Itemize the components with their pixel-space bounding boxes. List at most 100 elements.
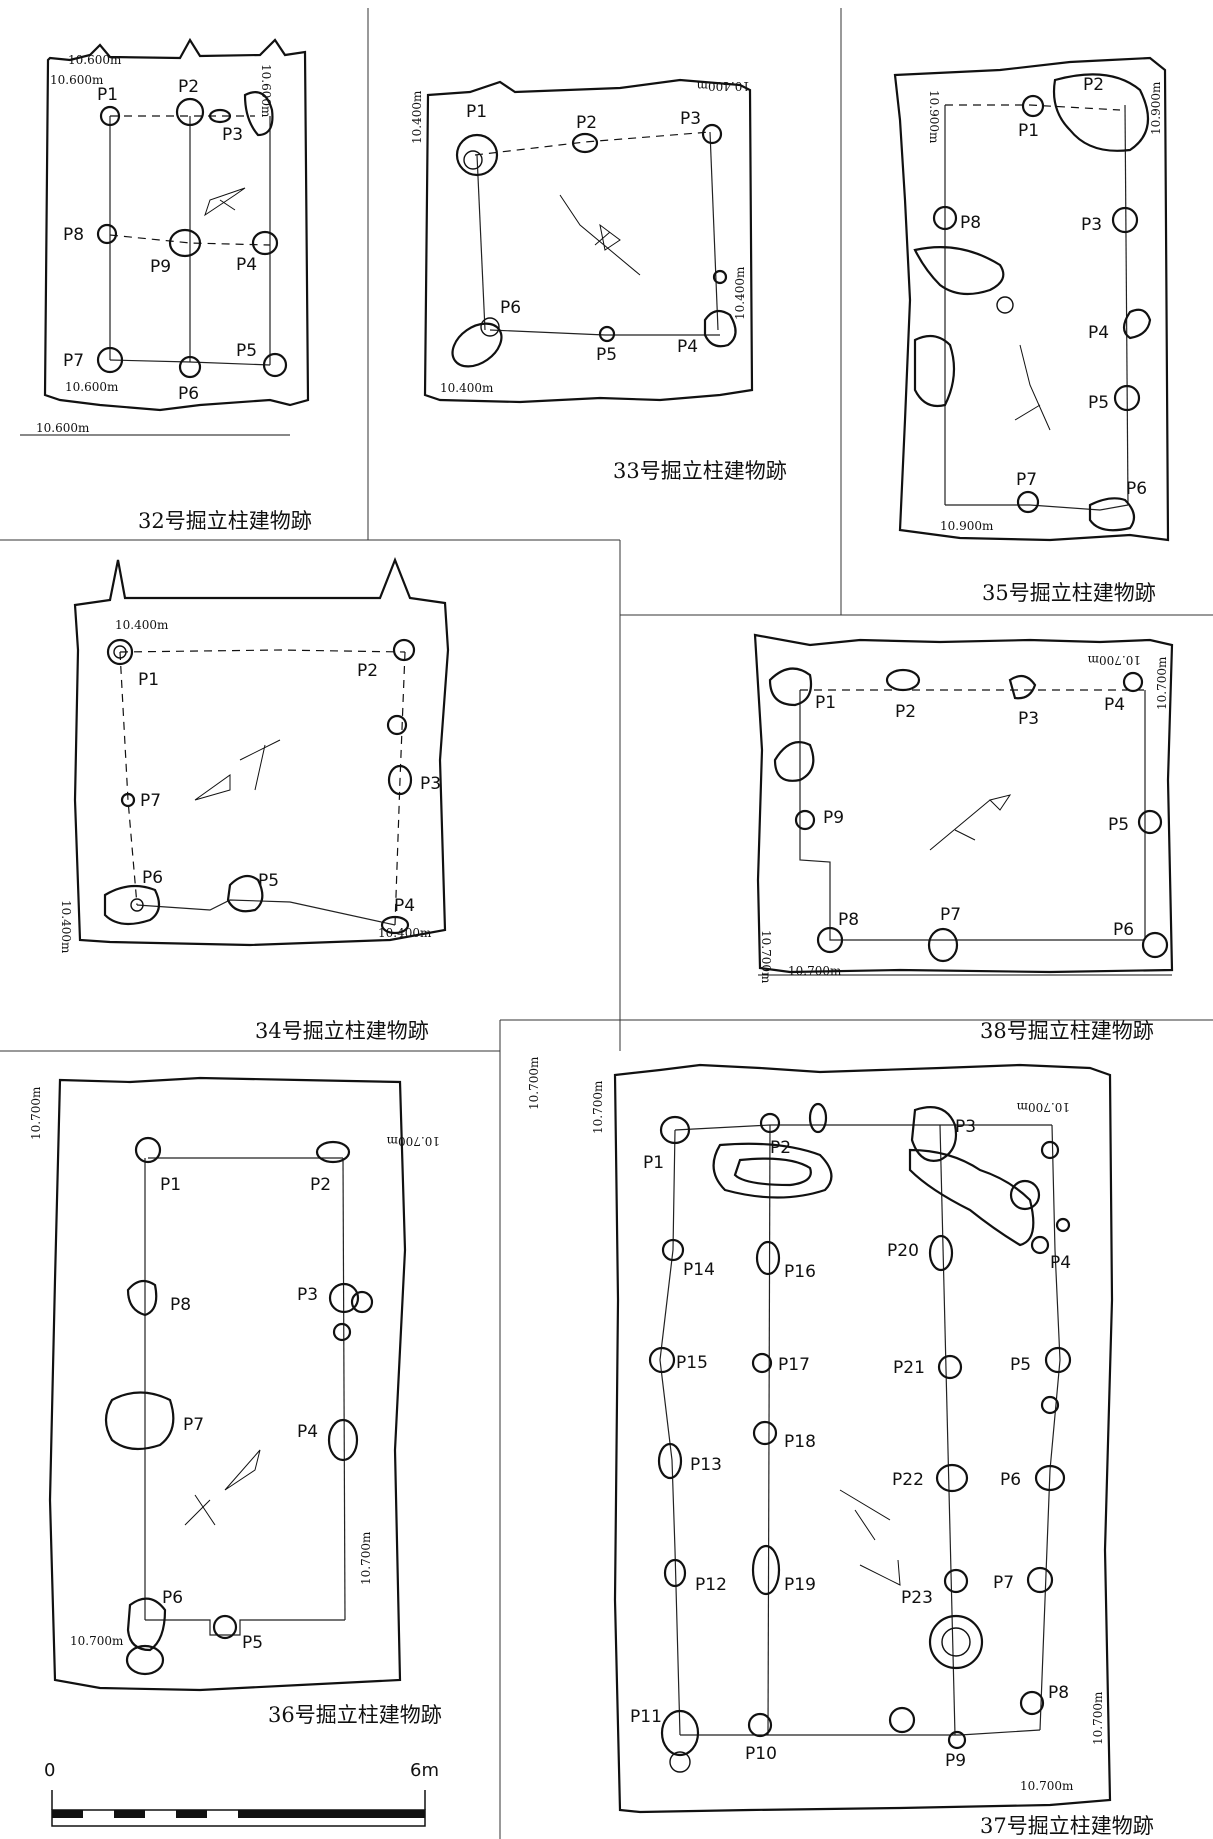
building-37-outline (613, 1063, 1114, 1814)
b38-row-bottom (799, 690, 1145, 941)
b37-large-pit (712, 1142, 833, 1199)
b32-p3-pit (243, 91, 274, 137)
b36-row-bottom (145, 1619, 345, 1636)
b33-row-bottom (489, 329, 720, 336)
b37-p13-pit (657, 1442, 683, 1480)
b37-label-p14: P14 (683, 1260, 715, 1280)
building-32-outline (43, 37, 310, 412)
b37-label-p19: P19 (784, 1575, 816, 1595)
b37-row-bottom (680, 1729, 1041, 1736)
b37-label-p20: P20 (887, 1241, 919, 1261)
b38-p2-pit (885, 668, 921, 692)
b36-p8-pit (126, 1279, 158, 1317)
b32-label-p7: P7 (63, 351, 84, 371)
b37-label-p12: P12 (695, 1575, 727, 1595)
b38-p8-pit (816, 926, 844, 954)
b33-p1-pit (455, 133, 499, 177)
b37-p19-pit (751, 1544, 781, 1596)
b36-label-p3: P3 (297, 1285, 318, 1305)
b36-p3c-pit (332, 1322, 352, 1342)
b37-col-2 (767, 1124, 771, 1736)
b37-elev-2: 10.700m (591, 1080, 605, 1134)
b37-p11-pit (660, 1709, 700, 1757)
b34-p3-pit (387, 764, 413, 796)
b35-p6-pit (1088, 497, 1136, 532)
building-32-plan: P1 P2 P3 P4 P5 P6 P7 P8 P9 10.600m 10.60… (20, 37, 312, 533)
b37-label-p23: P23 (901, 1588, 933, 1608)
b37-p3-pit (910, 1106, 958, 1162)
building-37-plan: P1 P2 P3 P4 P5 P6 P7 P8 P9 P10 P11 P12 P… (527, 1056, 1154, 1838)
b38-label-p9: P9 (823, 808, 844, 828)
b37-label-p9: P9 (945, 1751, 966, 1771)
b38-p3-pit (1008, 674, 1037, 700)
b32-label-p1: P1 (97, 85, 118, 105)
b35-north-arrow-icon (1014, 344, 1051, 431)
b33-p4-pit (703, 309, 737, 348)
b37-p3-complex (908, 1148, 1035, 1247)
b33-label-p2: P2 (576, 113, 597, 133)
b37-p23b-inner (941, 1627, 971, 1657)
b34-p4-pit (380, 915, 410, 935)
b37-label-p17: P17 (778, 1355, 810, 1375)
b37-p20-pit (928, 1234, 954, 1272)
b33-p1-inner (463, 150, 483, 170)
b34-col-left (119, 651, 138, 906)
b35-elev-1: 10.900m (927, 90, 941, 144)
b37-elev-1: 10.700m (527, 1056, 541, 1110)
b32-p8-pit (96, 223, 118, 245)
b36-elev-2: 10.700m (386, 1134, 440, 1148)
b32-row-mid (109, 234, 271, 246)
b36-label-p4: P4 (297, 1422, 318, 1442)
b35-label-p2: P2 (1083, 75, 1104, 95)
b33-label-p1: P1 (466, 102, 487, 122)
b35-small-pit (996, 296, 1014, 314)
b38-label-p5: P5 (1108, 815, 1129, 835)
b37-elev-4: 10.700m (1091, 1691, 1105, 1745)
b37-p9-pit (947, 1730, 967, 1750)
b37-elev-5: 10.700m (1020, 1779, 1074, 1793)
scale-max-label: 6m (410, 1760, 439, 1781)
b34-p6-inner (130, 898, 144, 912)
b35-label-p4: P4 (1088, 323, 1109, 343)
b34-p1-pit (106, 638, 134, 666)
b33-north-arrow-icon (559, 194, 641, 276)
b37-col-3 (939, 1124, 956, 1736)
b34-p7-pit (120, 792, 136, 808)
b34-label-p6: P6 (142, 868, 163, 888)
b38-label-p3: P3 (1018, 709, 1039, 729)
b37-label-p1: P1 (643, 1153, 664, 1173)
b38-label-p6: P6 (1113, 920, 1134, 940)
b37-label-p8: P8 (1048, 1683, 1069, 1703)
b32-elev-1: 10.600m (68, 53, 122, 67)
scale-seg-4 (238, 1810, 425, 1818)
b35-p1-pit (1021, 94, 1045, 118)
b33-col-left (476, 154, 486, 331)
b34-row-bottom (136, 899, 396, 926)
b32-p2b-pit (208, 108, 232, 124)
b34-label-p2: P2 (357, 661, 378, 681)
b34-elev-2: 10.400m (59, 900, 73, 954)
b32-p2-pit (175, 97, 205, 127)
building-36-plan: P1 P2 P3 P4 P5 P6 P7 P8 10.700m 10.700m … (29, 1076, 442, 1727)
b37-label-p15: P15 (676, 1353, 708, 1373)
b37-label-p6: P6 (1000, 1470, 1021, 1490)
b37-p22-pit (935, 1463, 969, 1493)
b36-label-p2: P2 (310, 1175, 331, 1195)
b35-large-pit (913, 246, 1005, 296)
b34-label-p3: P3 (420, 774, 441, 794)
scale-seg-3 (176, 1810, 207, 1818)
b38-p6-pit (1141, 931, 1169, 959)
b32-label-p6: P6 (178, 384, 199, 404)
b32-elev-2: 10.600m (50, 73, 104, 87)
b36-p2-pit (315, 1140, 351, 1164)
b38-label-p7: P7 (940, 905, 961, 925)
b34-north-arrow-icon (194, 739, 281, 801)
b38-p5-pit (1137, 809, 1163, 835)
b37-col-1 (659, 1129, 681, 1736)
b32-label-p9: P9 (150, 257, 171, 277)
b38-p4-pit (1122, 671, 1144, 693)
building-34-plan: P1 P2 P3 P4 P5 P6 P7 10.400m 10.400m 10.… (59, 557, 450, 1043)
building-38-outline (753, 633, 1174, 974)
b37-p16-pit (755, 1240, 781, 1276)
